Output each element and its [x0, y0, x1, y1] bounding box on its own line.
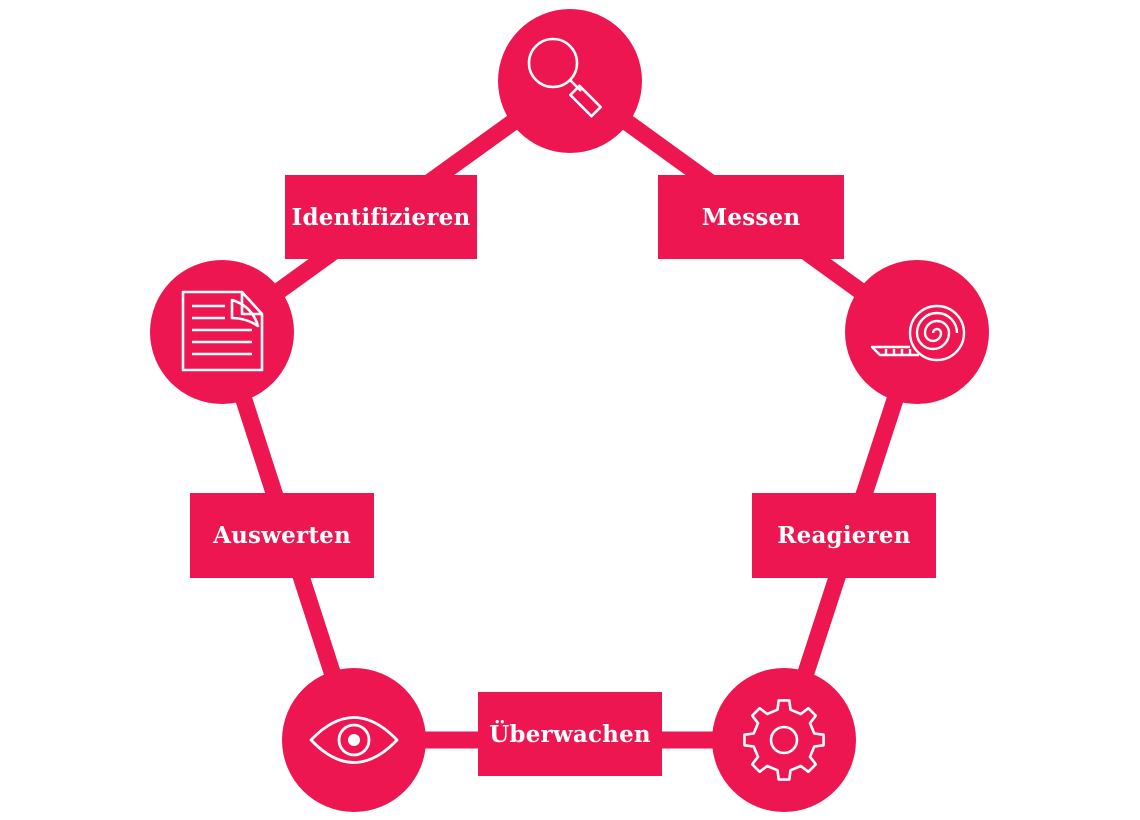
eye-icon	[309, 716, 399, 764]
node-circle-left	[150, 260, 294, 404]
document-icon	[181, 290, 264, 372]
step-label-ueberwachen: Überwachen	[478, 692, 662, 776]
magnifier-icon	[527, 37, 603, 118]
step-label-identifizieren: Identifizieren	[285, 175, 477, 259]
tape-measure-icon	[870, 304, 966, 362]
gear-icon	[743, 699, 825, 781]
step-label-reagieren: Reagieren	[752, 493, 936, 578]
node-circle-bottom-right	[712, 668, 856, 812]
step-label-auswerten: Auswerten	[190, 493, 374, 578]
step-label-messen: Messen	[658, 175, 844, 259]
